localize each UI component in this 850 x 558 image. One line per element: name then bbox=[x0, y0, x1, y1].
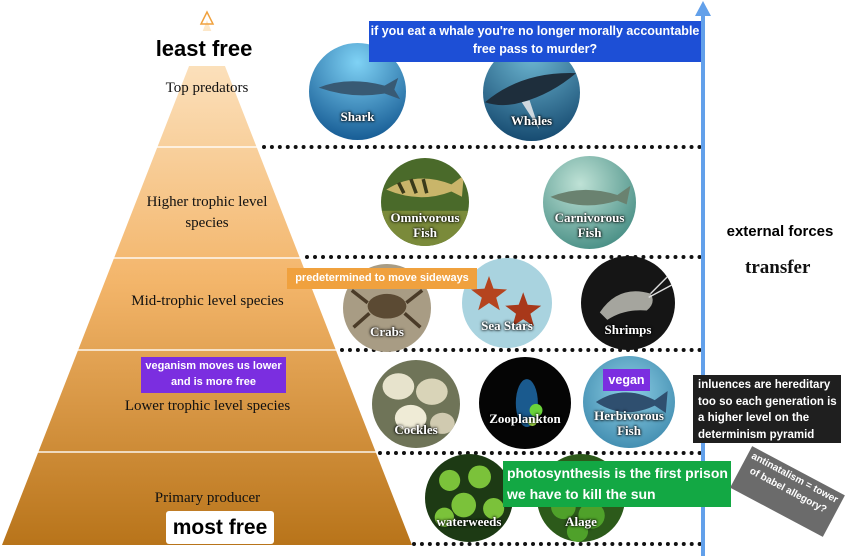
divider-line bbox=[262, 145, 702, 149]
vegan-annotation: vegan bbox=[603, 369, 650, 391]
organism-label-whales: Whales bbox=[510, 113, 553, 128]
transfer-label: transfer bbox=[745, 257, 811, 278]
organism-label-shark: Shark bbox=[340, 109, 375, 124]
level-label-mid-trophic: Mid-trophic level species bbox=[131, 293, 284, 309]
organism-label-sea-stars: Sea Stars bbox=[481, 318, 533, 333]
carnivorous-fish-image: Carnivorous Fish bbox=[543, 156, 636, 249]
external-forces-label: external forces bbox=[718, 221, 842, 243]
omnivorous-fish-image: Omnivorous Fish bbox=[381, 158, 469, 246]
least-free-label: least free bbox=[148, 31, 260, 66]
crabs-annotation: predetermined to move sideways bbox=[287, 268, 477, 289]
veganism-annotation: veganism moves us lower and is more free bbox=[141, 357, 286, 393]
sea-stars-image: Sea Stars bbox=[462, 258, 552, 348]
organism-label-cockles: Cockles bbox=[394, 422, 438, 437]
hereditary-annotation: inluences are hereditary too so each gen… bbox=[693, 375, 841, 443]
cockles-image: Cockles bbox=[372, 360, 460, 448]
level-label-top-predators: Top predators bbox=[165, 80, 249, 96]
divider-line bbox=[378, 451, 702, 455]
organism-label-crabs: Crabs bbox=[370, 324, 404, 339]
divider-line bbox=[340, 348, 702, 352]
organism-label-shrimps: Shrimps bbox=[604, 322, 652, 337]
whale-annotation: if you eat a whale you're no longer mora… bbox=[369, 21, 701, 62]
divider-line bbox=[412, 542, 702, 546]
organism-label-herbivorous-fish: Herbivorous Fish bbox=[594, 408, 664, 438]
organism-label-omnivorous-fish: Omnivorous Fish bbox=[390, 210, 460, 240]
level-label-primary-producer: Primary producer bbox=[154, 490, 261, 506]
level-label-higher-trophic: Higher trophic level species bbox=[146, 194, 268, 231]
waterweeds-image: waterweeds bbox=[425, 454, 513, 542]
organism-label-waterweeds: waterweeds bbox=[436, 514, 502, 529]
shrimps-image: Shrimps bbox=[581, 256, 675, 350]
level-label-lower-trophic: Lower trophic level species bbox=[124, 398, 291, 414]
organism-label-zooplankton: Zooplankton bbox=[489, 411, 561, 426]
organism-label-carnivorous-fish: Carnivorous Fish bbox=[554, 210, 625, 240]
organism-label-algae: Alage bbox=[565, 514, 597, 529]
most-free-label: most free bbox=[166, 511, 274, 544]
zooplankton-image: Zooplankton bbox=[479, 357, 571, 449]
photosynthesis-annotation: photosynthesis is the first prison we ha… bbox=[503, 461, 731, 507]
divider-line bbox=[305, 255, 702, 259]
